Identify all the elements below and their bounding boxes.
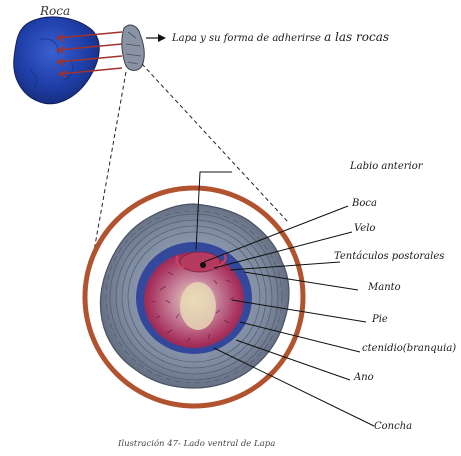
- label-pie: Pie: [372, 314, 388, 325]
- small-limpet: [122, 25, 144, 70]
- rock-title: Roca: [40, 4, 70, 18]
- figure-caption: Ilustración 47- Lado ventral de Lapa: [118, 439, 275, 449]
- rock-shape: [14, 17, 99, 104]
- heading-prefix: Lapa y su forma de adherirse: [172, 33, 321, 44]
- foot-center: [180, 282, 216, 330]
- label-boca: Boca: [352, 198, 377, 209]
- label-labio-anterior: Labio anterior: [350, 161, 423, 172]
- label-velo: Velo: [354, 223, 375, 234]
- label-ano: Ano: [354, 372, 374, 383]
- mouth-dot: [200, 262, 206, 268]
- label-tentaculos: Tentáculos postorales: [334, 251, 444, 262]
- label-concha: Concha: [374, 421, 412, 432]
- label-manto: Manto: [368, 282, 401, 293]
- heading: Lapa y su forma de adherirse a las rocas: [172, 30, 389, 44]
- label-ctenidio: ctenidio(branquia): [362, 343, 456, 354]
- head-area: [180, 252, 220, 272]
- heading-suffix: a las rocas: [324, 30, 389, 44]
